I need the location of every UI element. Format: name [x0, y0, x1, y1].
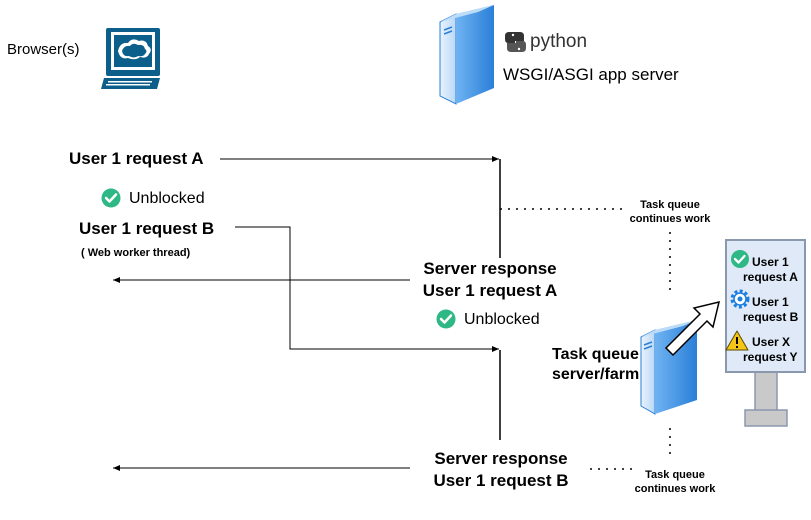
- continues-top-line1: Task queue: [640, 199, 700, 211]
- task-queue-continues-bottom: Task queue continues work: [625, 468, 725, 496]
- check-circle-icon: [101, 188, 121, 208]
- task-queue-continues-top: Task queue continues work: [620, 198, 720, 226]
- response-a-line1: Server response: [423, 259, 557, 278]
- task-queue-server-line1: Task queue: [552, 346, 639, 363]
- task-queue-server-label: Task queue server/farm: [552, 345, 639, 385]
- continues-top-line2: continues work: [629, 213, 711, 225]
- desktop-computer-icon: [101, 28, 160, 89]
- web-worker-label: ( Web worker thread): [81, 247, 191, 259]
- response-a-label: Server response User 1 request A: [410, 258, 570, 302]
- kiosk-item-1-line1: User 1: [752, 255, 789, 269]
- kiosk-item-1-line2: request A: [743, 270, 798, 284]
- continues-bottom-line2: continues work: [634, 483, 716, 495]
- response-b-line1: Server response: [434, 449, 568, 468]
- continues-bottom-line1: Task queue: [645, 469, 705, 481]
- python-logo-icon: [505, 32, 526, 52]
- kiosk-item-2: User 1 request B: [743, 295, 798, 325]
- request-a-label: User 1 request A: [69, 149, 204, 168]
- app-server-title: WSGI/ASGI app server: [503, 65, 679, 84]
- gear-icon: [730, 289, 750, 309]
- unblocked-label-1: Unblocked: [129, 190, 205, 207]
- warning-icon: [725, 330, 749, 351]
- kiosk-item-2-line1: User 1: [752, 295, 789, 309]
- request-b-arrow: [235, 226, 499, 352]
- unblocked-label-2: Unblocked: [464, 311, 540, 328]
- python-label: python: [530, 31, 588, 52]
- kiosk-item-3-line2: request Y: [743, 350, 798, 364]
- kiosk-item-3-line1: User X: [752, 335, 791, 349]
- browser-label: Browser(s): [7, 41, 80, 58]
- check-circle-icon: [731, 250, 749, 268]
- request-b-label: User 1 request B: [79, 219, 215, 238]
- response-b-label: Server response User 1 request B: [421, 448, 581, 492]
- server-tower-icon: [439, 5, 494, 105]
- kiosk-item-3: User X request Y: [743, 335, 797, 365]
- kiosk-item-2-line2: request B: [743, 310, 799, 324]
- task-queue-server-icon: [640, 320, 697, 415]
- task-queue-server-line2: server/farm: [552, 366, 640, 383]
- task-to-kiosk-arrow-icon: [664, 300, 721, 357]
- kiosk-item-1: User 1 request A: [743, 255, 798, 285]
- response-a-line2: User 1 request A: [422, 281, 558, 300]
- response-b-line2: User 1 request B: [433, 471, 569, 490]
- check-circle-icon: [436, 309, 456, 329]
